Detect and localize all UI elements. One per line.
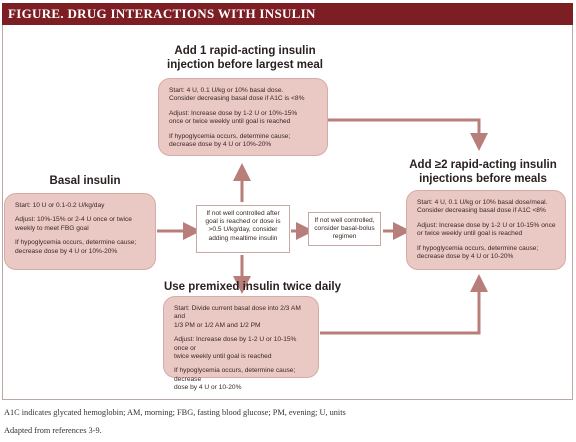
figure-title: FIGURE. DRUG INTERACTIONS WITH INSULIN	[2, 3, 573, 25]
right-dosing-box: Start: 4 U, 0.1 U/kg or 10% basal dose/m…	[406, 190, 566, 270]
right-hypo-text: If hypoglycemia occurs, determine cause;…	[417, 244, 539, 261]
top-adjust-text: Adjust: Increase dose by 1-2 U or 10%-15…	[169, 109, 298, 126]
references-footnote: Adapted from references 3-9.	[4, 426, 102, 435]
top-dosing-box: Start: 4 U, 0.1 U/kg or 10% basal dose.C…	[158, 78, 328, 156]
bottom-start-text: Start: Divide current basal dose into 2/…	[174, 305, 301, 329]
top-hypo-text: If hypoglycemia occurs, determine cause;…	[169, 132, 291, 149]
center-decision-box: If not well controlled after goal is rea…	[196, 205, 290, 253]
right-adjust-text: Adjust: Increase dose by 1-2 U or 10-15%…	[417, 221, 556, 238]
bottom-adjust-text: Adjust: Increase dose by 1-2 U or 10-15%…	[174, 336, 297, 361]
bottom-heading: Use premixed insulin twice daily	[163, 281, 342, 293]
basal-start-text: Start: 10 U or 0.1-0.2 U/kg/day	[15, 202, 105, 209]
bottom-dosing-box: Start: Divide current basal dose into 2/…	[163, 296, 319, 391]
top-heading: Add 1 rapid-acting insulin injection bef…	[167, 45, 323, 71]
right-start-text: Start: 4 U, 0.1 U/kg or 10% basal dose/m…	[417, 199, 548, 215]
top-start-text: Start: 4 U, 0.1 U/kg or 10% basal dose.C…	[169, 87, 305, 103]
basal-dosing-box: Start: 10 U or 0.1-0.2 U/kg/day Adjust: …	[4, 193, 156, 270]
basal-hypo-text: If hypoglycemia occurs, determine cause;…	[15, 239, 137, 255]
abbreviations-footnote: A1C indicates glycated hemoglobin; AM, m…	[4, 408, 346, 417]
basal-bolus-box: If not well controlled, consider basal-b…	[308, 212, 381, 246]
basal-heading: Basal insulin	[49, 175, 121, 187]
right-heading: Add ≥2 rapid-acting insulin injections b…	[409, 159, 557, 185]
bottom-hypo-text: If hypoglycemia occurs, determine cause;…	[174, 367, 296, 392]
